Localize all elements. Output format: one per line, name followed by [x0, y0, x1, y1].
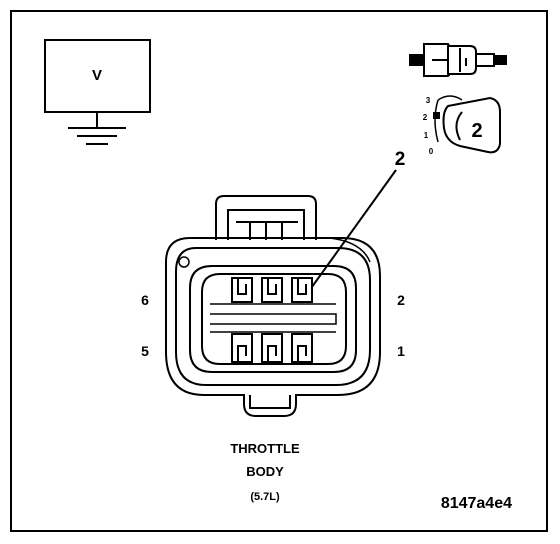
selector-scale-0: 0 — [429, 147, 434, 156]
terminal-bottom-1 — [231, 333, 253, 363]
terminal-top-1 — [231, 277, 253, 303]
selector-setting: 2 — [471, 120, 482, 142]
figure-id: 8147a4e4 — [441, 495, 512, 512]
terminal-cavities — [231, 277, 313, 363]
pin-label-5: 5 — [141, 343, 149, 359]
voltmeter-icon — [44, 39, 151, 145]
terminal-bottom-2 — [261, 333, 283, 363]
connector-body — [165, 195, 381, 417]
terminal-top-3 — [291, 277, 313, 303]
pin-label-1: 1 — [397, 343, 405, 359]
selector-scale-1: 1 — [424, 131, 429, 140]
selector-scale-3: 3 — [426, 96, 431, 105]
caption-line-1: THROTTLE — [230, 441, 300, 456]
callout-number: 2 — [395, 149, 406, 170]
selector-scale-2: 2 — [423, 113, 428, 122]
pin-label-2: 2 — [397, 292, 405, 308]
terminal-top-2 — [261, 277, 283, 303]
pin-label-6: 6 — [141, 292, 149, 308]
callout-leader-line — [303, 169, 397, 299]
terminal-bottom-3 — [291, 333, 313, 363]
caption-line-3: (5.7L) — [250, 491, 280, 503]
selector-knob-icon — [433, 95, 501, 154]
test-probe-icon — [409, 43, 507, 77]
voltmeter-symbol: V — [92, 67, 102, 84]
caption-line-2: BODY — [246, 464, 284, 479]
